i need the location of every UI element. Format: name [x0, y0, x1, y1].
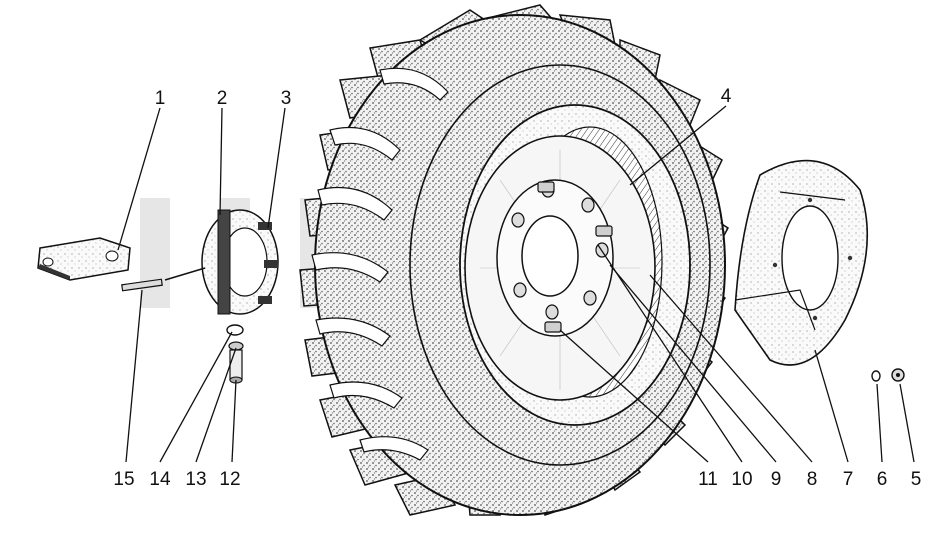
leader-lines [117, 105, 915, 463]
tire-grooves [311, 67, 449, 461]
callout-12: 12 [219, 469, 240, 490]
callout-9: 9 [771, 469, 782, 490]
callout-11: 11 [698, 469, 718, 490]
callout-5: 5 [911, 469, 922, 490]
callout-6: 6 [877, 469, 888, 490]
disc-clamps [537, 181, 613, 333]
part-clamp-block [37, 237, 131, 281]
callout-14: 14 [149, 469, 171, 490]
part-clamping-ring [164, 209, 279, 315]
callout-15: 15 [113, 469, 134, 490]
callout-2: 2 [217, 88, 228, 109]
hub-studs [511, 182, 609, 320]
part-washer [871, 370, 881, 382]
part-pin [121, 278, 163, 292]
tire [299, 4, 729, 516]
callout-4: 4 [721, 86, 732, 107]
callout-labels: 1 2 3 4 5 6 7 8 9 10 11 12 13 14 15 [113, 86, 921, 490]
part-nut [891, 368, 905, 382]
hub-center-hole [521, 215, 579, 297]
part-wheel-cover [734, 159, 869, 366]
callout-3: 3 [281, 88, 292, 109]
callout-13: 13 [185, 469, 206, 490]
callout-8: 8 [807, 469, 818, 490]
callout-1: 1 [155, 88, 166, 109]
callout-10: 10 [731, 469, 752, 490]
part-bolt-washer [226, 324, 244, 384]
callout-7: 7 [843, 469, 854, 490]
